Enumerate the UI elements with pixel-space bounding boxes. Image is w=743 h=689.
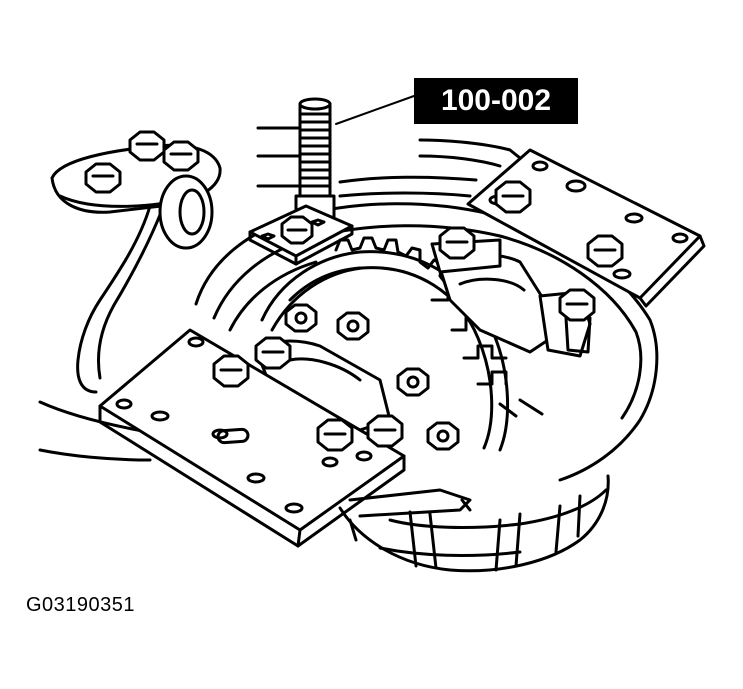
tool-number-callout: 100-002: [414, 78, 578, 124]
ring-gear-bolt: [286, 305, 316, 331]
plate-bolt: [256, 338, 290, 368]
callout-leader-line: [336, 96, 414, 124]
left-mount-bracket: [52, 132, 220, 392]
plate-bolt: [588, 236, 622, 266]
plate-support-rail: [350, 490, 470, 516]
bracket-bolt: [86, 164, 120, 192]
background-floor-line: [40, 450, 150, 460]
ring-gear-bolt: [338, 313, 368, 339]
figure-id: G03190351: [26, 594, 136, 616]
housing-back-rim: [340, 140, 520, 196]
plate-bolt: [214, 356, 248, 386]
ring-gear-bolt: [398, 369, 428, 395]
cap-bolt: [440, 228, 474, 258]
ring-gear-bolt: [428, 423, 458, 449]
bracket-bolt: [164, 142, 198, 170]
left-tool-plate: [100, 330, 404, 546]
special-tool-100-002: [250, 99, 352, 264]
plate-bolt: [318, 420, 352, 450]
right-tool-plate: [468, 150, 704, 306]
cap-bolt: [560, 290, 594, 352]
plate-bolt: [496, 182, 530, 212]
plate-bolt: [368, 416, 402, 446]
bracket-bolt: [130, 132, 164, 160]
